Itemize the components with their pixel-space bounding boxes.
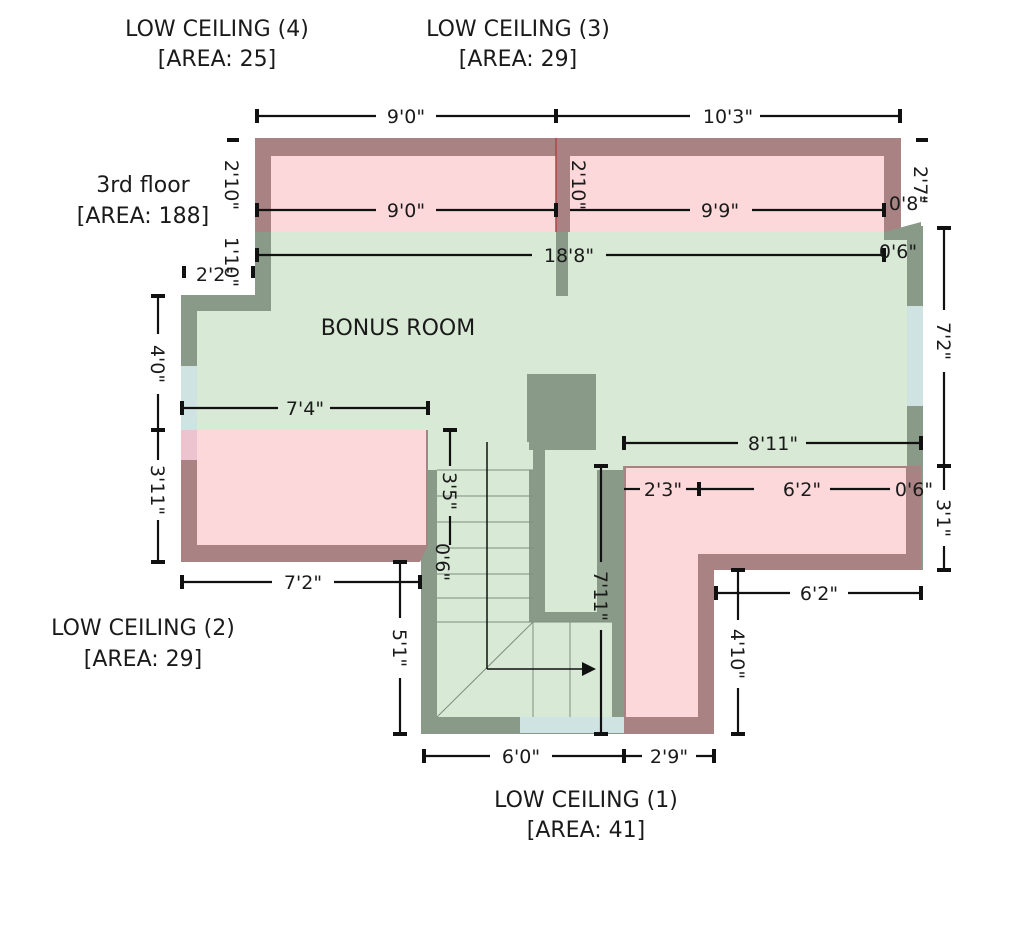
dimension-labels: 9'0" 10'3" 9'0" 9'9" 0'8" 18'8" 0'6" 2'2… <box>146 106 954 768</box>
floor-name: 3rd floor <box>96 173 190 198</box>
dim-low1-mid: 6'2" <box>783 479 821 501</box>
low-ceiling-2-name: LOW CEILING (2) <box>51 616 235 641</box>
dim-left-low-height: 2'10" <box>220 160 242 210</box>
low-ceiling-2-floor <box>197 430 426 545</box>
dim-low2-width-bottom: 7'2" <box>284 572 322 594</box>
dim-right-top-small: 0'8" <box>889 193 927 215</box>
low-ceiling-1-name: LOW CEILING (1) <box>494 788 678 813</box>
dim-top-left-inner: 9'0" <box>387 200 425 222</box>
room-labels: LOW CEILING (4) [AREA: 25] LOW CEILING (… <box>51 17 678 843</box>
dim-low1-right: 0'6" <box>895 479 933 501</box>
dim-top-left-outer: 9'0" <box>387 106 425 128</box>
low-ceiling-2-zone <box>181 366 428 562</box>
stair-rail <box>533 442 545 620</box>
window-left-low <box>181 430 197 460</box>
dim-low1-lower-height: 4'10" <box>726 629 748 679</box>
dim-bottom-right: 2'9" <box>650 746 688 768</box>
partition-wall <box>556 232 568 296</box>
dim-top-right-inner: 9'9" <box>701 200 739 222</box>
dim-right-height-upper: 7'2" <box>932 322 954 360</box>
dim-stair-small: 0'6" <box>431 543 453 581</box>
stair-arrow-head <box>582 662 596 676</box>
low-ceiling-1-zone <box>624 466 921 734</box>
low-ceiling-4-area: [AREA: 25] <box>158 47 276 72</box>
dim-left-wall-upper: 4'0" <box>146 345 168 383</box>
bonus-room-floor-left <box>197 311 277 430</box>
dim-right-small-6: 0'6" <box>879 241 917 263</box>
low-ceiling-3-floor <box>570 156 884 232</box>
dim-left-low2-height: 3'11" <box>146 465 168 515</box>
low-ceiling-1-floor <box>626 468 906 717</box>
dim-stair-top: 3'5" <box>438 472 460 510</box>
dim-top-right-outer: 10'3" <box>703 106 753 128</box>
dim-left-step-width: 2'2" <box>196 264 234 286</box>
low-ceiling-4-name: LOW CEILING (4) <box>125 17 309 42</box>
floor-area: [AREA: 188] <box>77 204 209 229</box>
dim-left-step: 1'10" <box>220 237 242 287</box>
low-ceiling-3-area: [AREA: 29] <box>459 47 577 72</box>
dim-right-width: 8'11" <box>748 433 798 455</box>
dim-low1-left: 2'3" <box>644 479 682 501</box>
dim-stair-drop: 5'1" <box>388 629 410 667</box>
dim-low2-width-top: 7'4" <box>286 398 324 420</box>
dim-bottom-left: 6'0" <box>502 746 540 768</box>
dim-full-width: 18'8" <box>544 245 594 267</box>
dimension-lines <box>151 109 951 763</box>
chimney-column <box>527 374 596 450</box>
window-left <box>181 366 197 430</box>
dim-right-low-height: 2'7" <box>909 166 931 204</box>
dim-low1-lower-width: 6'2" <box>800 583 838 605</box>
dim-right-height-lower: 3'1" <box>932 499 954 537</box>
dim-stair-length: 7'11" <box>589 571 611 621</box>
window-right <box>907 306 923 406</box>
bonus-room-corridor <box>545 450 597 612</box>
low-ceiling-3-name: LOW CEILING (3) <box>426 17 610 42</box>
bonus-room-label: BONUS ROOM <box>321 316 475 341</box>
window-bottom <box>520 717 624 733</box>
stairwell <box>436 442 624 733</box>
low-ceiling-4-floor <box>271 156 556 232</box>
low-ceiling-top <box>255 138 921 240</box>
low-ceiling-2-area: [AREA: 29] <box>84 647 202 672</box>
dim-mid-low-height: 2'10" <box>567 160 589 210</box>
low-ceiling-1-area: [AREA: 41] <box>527 818 645 843</box>
